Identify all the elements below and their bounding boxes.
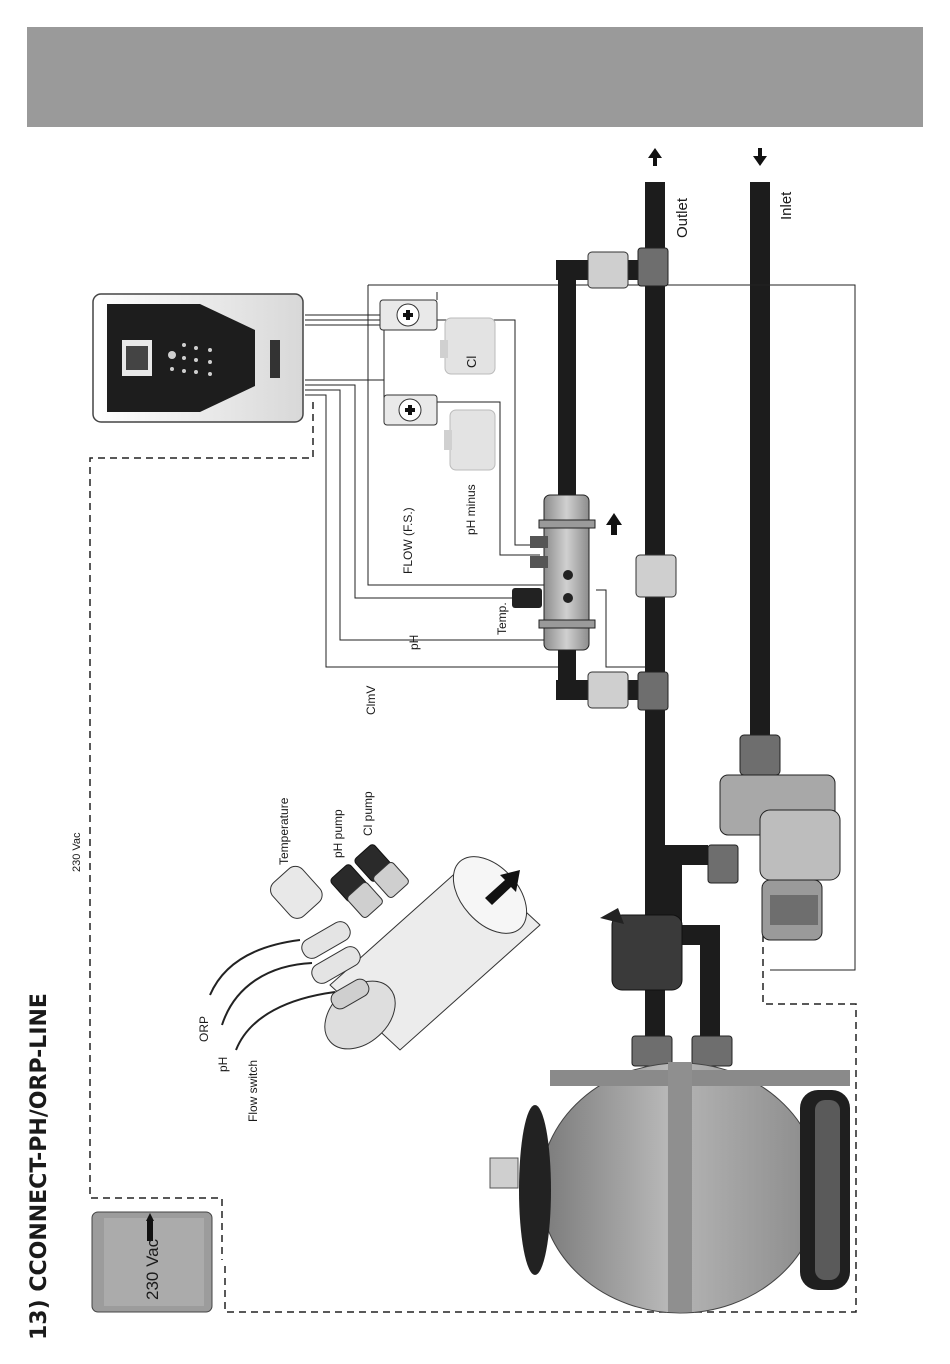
bypass-valve-bottom xyxy=(588,672,628,708)
ph-minus-tank xyxy=(444,410,495,470)
flow-direction-arrow-icon xyxy=(606,513,622,535)
ph-dosing-pump xyxy=(384,395,437,425)
flow-label: FLOW (F.S.) xyxy=(401,507,415,574)
power-cable-label: 230 Vac xyxy=(71,832,83,872)
temperature-probe xyxy=(266,862,326,922)
ph-label: pH xyxy=(407,635,421,650)
inlet-pipe xyxy=(750,148,770,742)
filter-drain-valve xyxy=(490,1158,518,1188)
clmv-label: ClmV xyxy=(364,686,378,715)
inlet-arrow-icon xyxy=(753,148,767,166)
temp-label: Temp. xyxy=(495,602,509,635)
inlet-label: Inlet xyxy=(778,191,795,220)
detail-orp-label: ORP xyxy=(197,1016,211,1042)
detail-flow-switch-label: Flow switch xyxy=(246,1060,260,1122)
header-band xyxy=(27,27,923,127)
outlet-label: Outlet xyxy=(674,197,691,238)
detail-ph-pump-label: pH pump xyxy=(331,809,345,858)
power-supply-label: 230 Vac xyxy=(143,1238,162,1300)
circulation-pump xyxy=(708,735,840,940)
main-valve xyxy=(636,555,676,597)
temp-sensor xyxy=(512,588,542,608)
controller-logo xyxy=(270,340,280,378)
ph-minus-label: pH minus xyxy=(464,484,478,535)
detail-temperature-label: Temperature xyxy=(277,797,291,865)
detail-cl-pump-label: Cl pump xyxy=(361,791,375,836)
sand-filter xyxy=(490,1062,850,1313)
cl-dosing-pump xyxy=(380,300,437,330)
page-title: 13) CCONNECT-PH/ORP-LINE xyxy=(27,993,52,1340)
outlet-arrow-icon xyxy=(648,148,662,166)
controller-unit xyxy=(93,294,303,422)
probe-detail-illustration xyxy=(210,843,541,1063)
cl-tank-label: Cl xyxy=(464,356,479,368)
detail-ph-label: pH xyxy=(216,1057,230,1072)
bypass-valve-top xyxy=(588,252,628,288)
